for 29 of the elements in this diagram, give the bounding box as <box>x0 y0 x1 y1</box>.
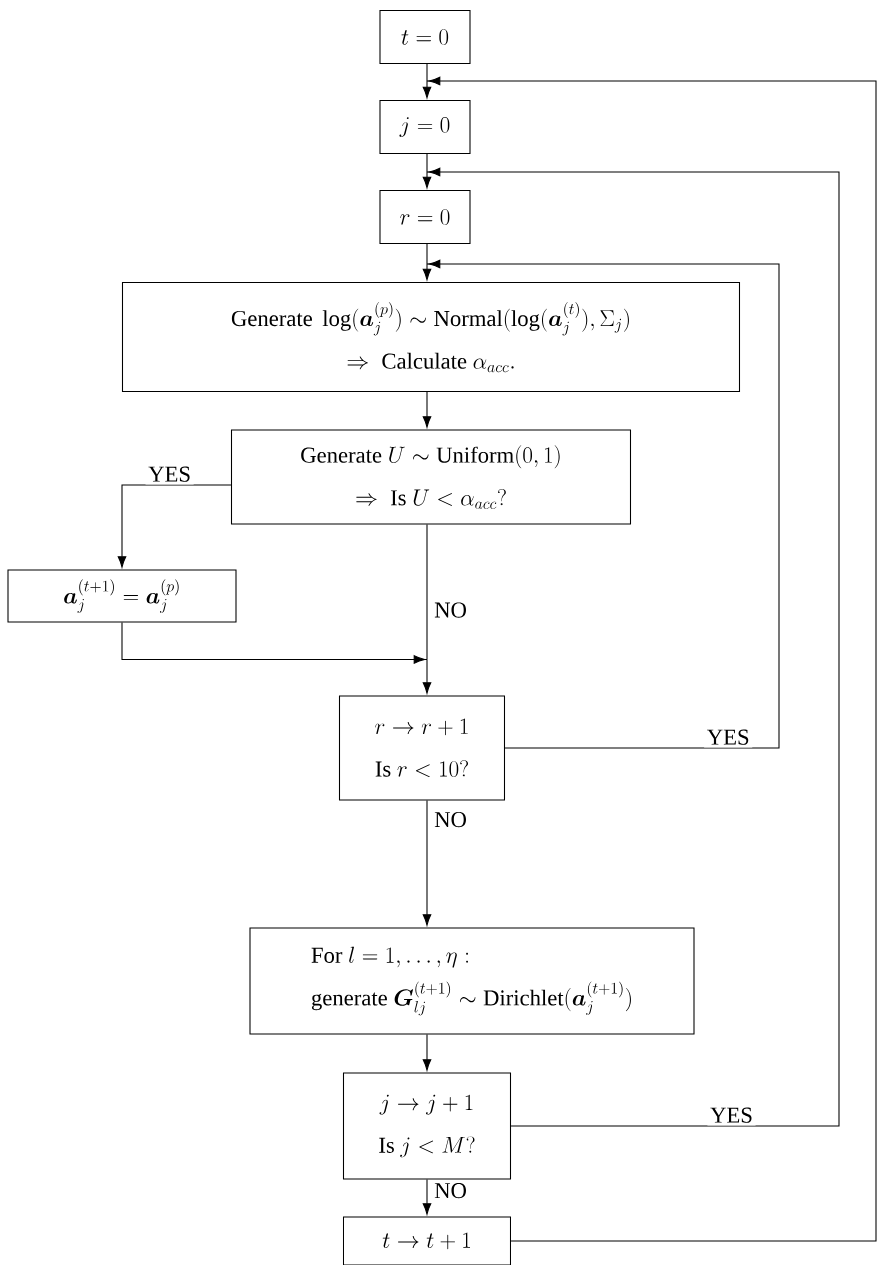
process-box: $j \rightarrow j+1$ $\text{Is } j < M?$ <box>342 1072 512 1180</box>
arrow <box>422 391 432 428</box>
edge-label: YES <box>145 463 194 485</box>
edge-label: NO <box>431 599 470 621</box>
arrow <box>121 622 428 664</box>
edge-label: YES <box>707 1104 756 1126</box>
process-box: $\boldsymbol{a}_j^{(t+1)} = \boldsymbol{a}_j^{(p)}$ <box>7 569 237 623</box>
edge-label: NO <box>431 1180 470 1201</box>
process-box: $r = 0$ <box>379 189 471 245</box>
arrow <box>426 259 780 749</box>
process-box: $r \rightarrow r+1$ $\text{Is } r < 10?$ <box>338 695 506 801</box>
arrow <box>422 171 432 189</box>
process-box: $t = 0$ <box>379 9 471 65</box>
arrow <box>422 800 432 926</box>
process-box: $j = 0$ <box>379 99 471 155</box>
process-box: $t \rightarrow t+1$ <box>342 1216 512 1265</box>
arrow <box>422 1034 432 1071</box>
arrow <box>422 80 432 99</box>
edge-label: NO <box>431 809 470 830</box>
arrow <box>422 263 432 281</box>
arrow <box>117 484 232 568</box>
process-box: $\text{Generate } \log(\boldsymbol{a}_j^{(p)}) \sim \text{Normal}(\log(\boldsymbol{a}_j^{(t)}), \Sigma_j)$ $\Rightarrow \text{ Calculate } \alpha_{acc}.$ <box>121 281 741 393</box>
edge-label: YES <box>704 726 753 748</box>
process-box: $\text{Generate } U \sim \text{Uniform}(0,1)$ $\Rightarrow \text{ Is } U < \alpha_{acc}?$ <box>230 429 632 525</box>
process-box: $\text{For } l = 1, \ldots, \eta :$ $\text{generate } \boldsymbol{G}_{lj}^{(t+1)} \sim \text{Dirichlet}(\boldsymbol{a}_j^{(t+1)})$ <box>249 927 695 1035</box>
arrow <box>426 76 877 1242</box>
arrow <box>422 658 432 694</box>
arrow <box>426 167 840 1127</box>
arrow <box>422 1179 432 1215</box>
